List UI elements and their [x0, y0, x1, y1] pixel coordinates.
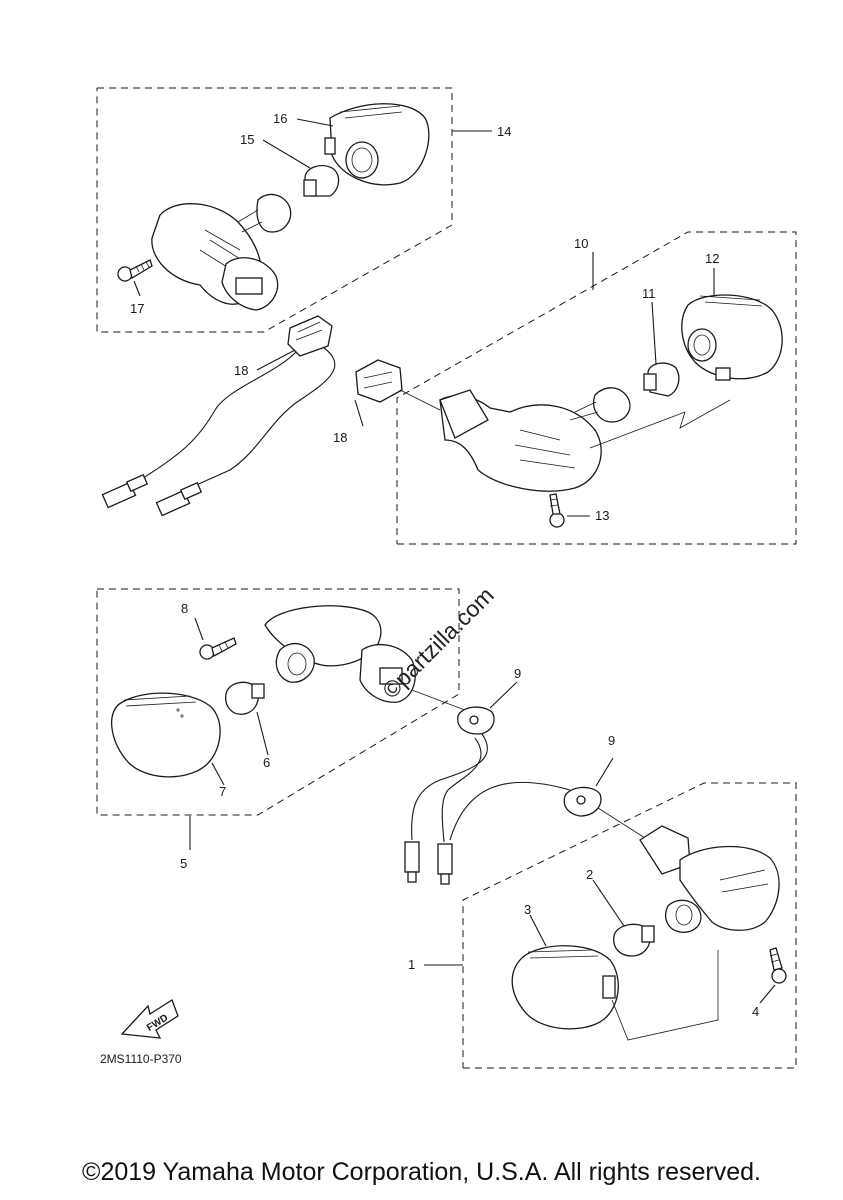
callout-3[interactable]: 3	[524, 902, 531, 917]
assembly-10-group	[354, 231, 797, 545]
bulb-2[interactable]	[613, 923, 655, 957]
callout-8[interactable]: 8	[181, 601, 188, 616]
assembly-5-group	[96, 588, 471, 850]
callout-5[interactable]: 5	[180, 856, 187, 871]
drawing-code: 2MS1110-P370	[100, 1052, 182, 1066]
terminal-left-b[interactable]	[155, 481, 203, 517]
housing-5[interactable]	[264, 605, 416, 703]
callout-18b[interactable]: 18	[333, 430, 347, 445]
bulb-6[interactable]	[225, 681, 265, 715]
assembly-1-group	[424, 757, 797, 1069]
grommet-9-lower[interactable]	[563, 786, 602, 817]
assembly-5-boundary	[96, 588, 460, 816]
screw-8[interactable]	[199, 637, 237, 660]
assembly-1-boundary	[462, 782, 797, 1069]
screw-13[interactable]	[549, 493, 565, 528]
assembly-14-group	[96, 87, 492, 333]
terminal-mid-b[interactable]	[437, 843, 453, 885]
callout-6[interactable]: 6	[263, 755, 270, 770]
housing-10[interactable]	[439, 387, 631, 492]
grommet-9-upper[interactable]	[457, 706, 495, 735]
lens-3[interactable]	[511, 945, 619, 1030]
callout-7[interactable]: 7	[219, 784, 226, 799]
fwd-arrow-icon: FWD	[120, 999, 179, 1039]
screw-17[interactable]	[117, 259, 153, 282]
housing-1[interactable]	[639, 825, 780, 933]
callout-labels: 1 2 3 4 5 6 7 8 9 9 10 11 12 13 14 15 16…	[130, 111, 759, 1019]
callout-16[interactable]: 16	[273, 111, 287, 126]
callout-11[interactable]: 11	[642, 286, 656, 301]
callout-9b[interactable]: 9	[608, 733, 615, 748]
copyright-notice: ©2019 Yamaha Motor Corporation, U.S.A. A…	[82, 1158, 761, 1186]
callout-2[interactable]: 2	[586, 867, 593, 882]
callout-18a[interactable]: 18	[234, 363, 248, 378]
callout-13[interactable]: 13	[595, 508, 609, 523]
callout-14[interactable]: 14	[497, 124, 511, 139]
terminal-left-a[interactable]	[101, 473, 149, 509]
callout-10[interactable]: 10	[574, 236, 588, 251]
callout-17[interactable]: 17	[130, 301, 144, 316]
bulb-15[interactable]	[303, 164, 340, 197]
callout-12[interactable]: 12	[705, 251, 719, 266]
callout-4[interactable]: 4	[752, 1004, 759, 1019]
callout-9a[interactable]: 9	[514, 666, 521, 681]
harness-left	[101, 315, 336, 517]
screw-4[interactable]	[769, 947, 787, 984]
terminal-mid-a[interactable]	[404, 841, 420, 883]
assembly-10-boundary	[396, 231, 797, 545]
lens-12[interactable]	[681, 294, 783, 381]
assembly-14-boundary	[96, 87, 453, 333]
lens-16[interactable]	[324, 103, 430, 186]
lens-7[interactable]	[111, 692, 221, 778]
connector-18-top[interactable]	[287, 315, 333, 357]
connector-18-bottom[interactable]	[355, 359, 403, 403]
bulb-11[interactable]	[643, 362, 680, 397]
watermark: ©partzilla.com	[377, 582, 499, 704]
callout-15[interactable]: 15	[240, 132, 254, 147]
housing-14[interactable]	[151, 193, 292, 311]
callout-1[interactable]: 1	[408, 957, 415, 972]
